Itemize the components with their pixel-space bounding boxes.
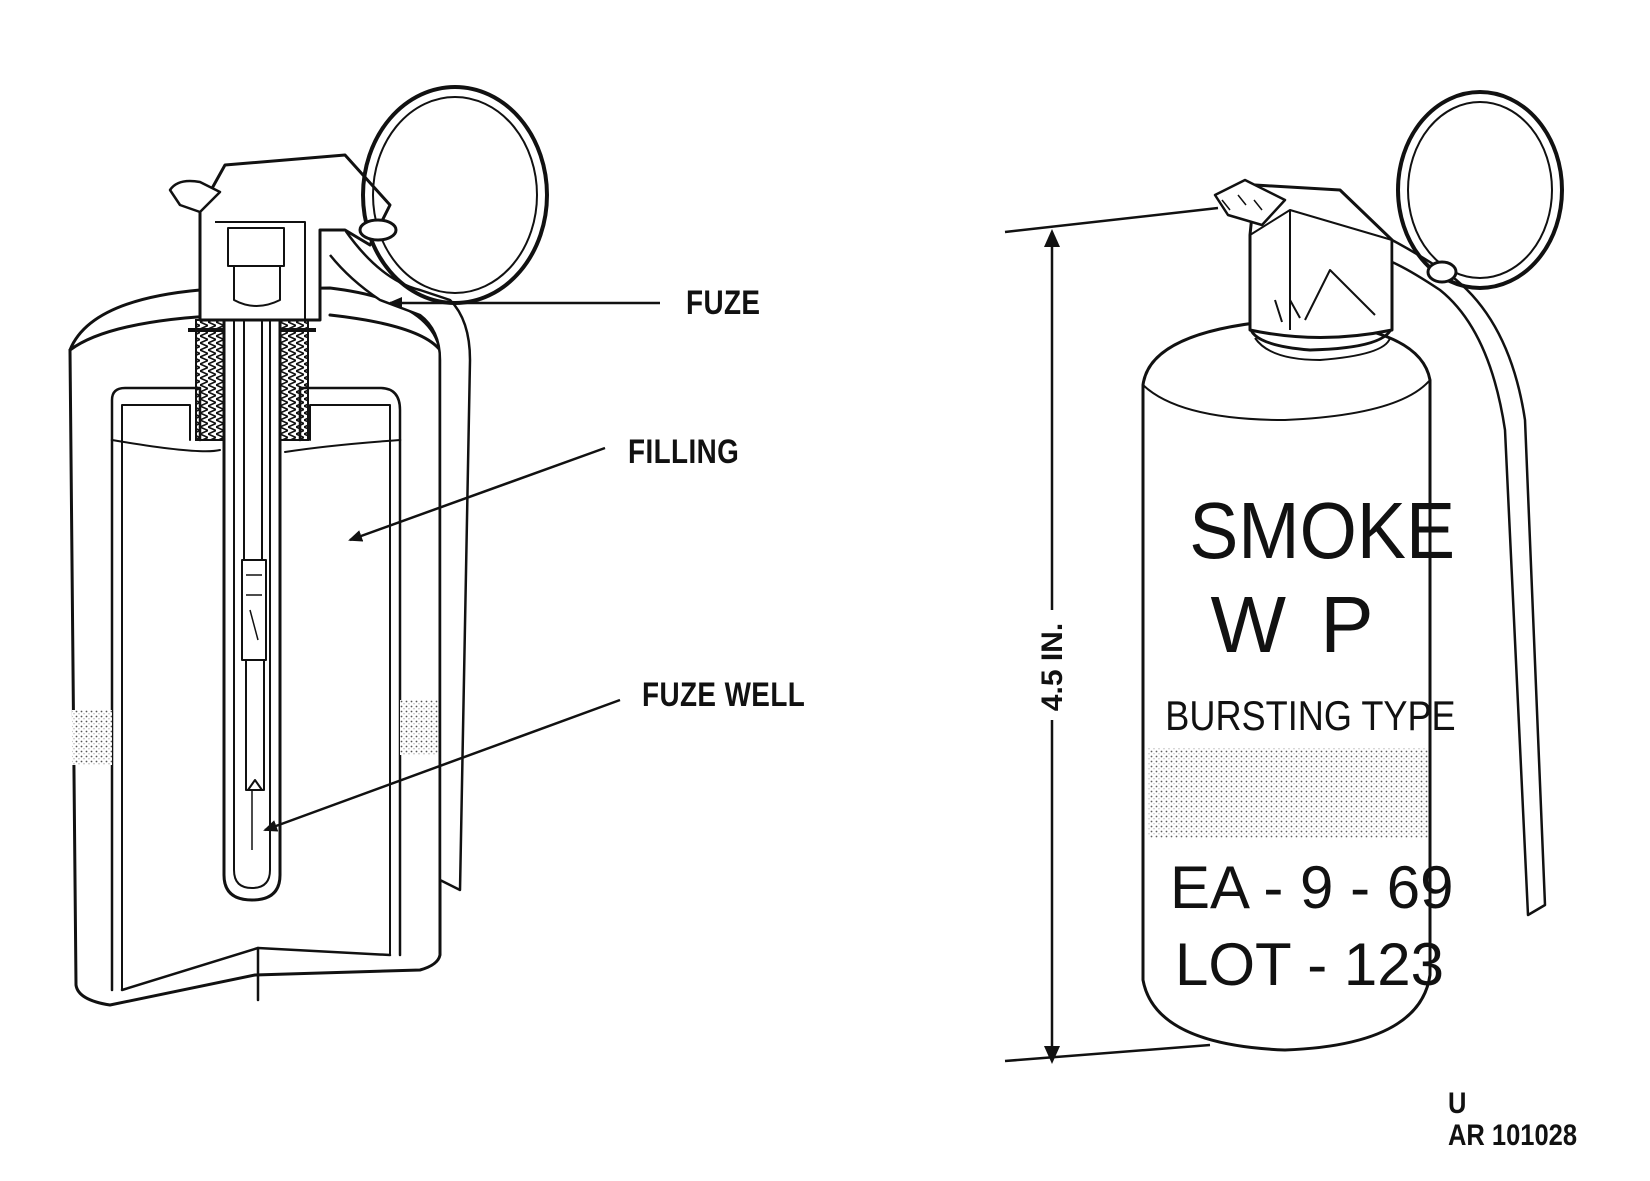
canister-body [1141, 318, 1432, 1052]
exterior-pull-ring [1396, 90, 1564, 290]
marking-smoke: SMOKE [1189, 486, 1456, 575]
marking-ea-number: EA - 9 - 69 [1170, 854, 1454, 921]
figure-identifier: U AR 101028 [1448, 1088, 1577, 1152]
marking-lot-number: LOT - 123 [1175, 931, 1445, 998]
fuze-well-label: FUZE WELL [642, 676, 806, 714]
figure-id-line2: AR 101028 [1448, 1119, 1578, 1152]
fuze-head [198, 153, 392, 322]
dimension-height-label: 4.5 IN. [1036, 622, 1069, 712]
filling-leader [348, 446, 606, 542]
fuze-well-outline [222, 320, 282, 902]
canister-band [1148, 748, 1428, 838]
safety-lever [329, 229, 472, 892]
exterior-fuze-head [1248, 183, 1394, 339]
figure-id-line1: U [1448, 1087, 1467, 1120]
filling-label: FILLING [628, 433, 740, 471]
fuze-well-leader [263, 698, 621, 832]
dimension-top-extension [1004, 206, 1219, 234]
fuze-label: FUZE [686, 284, 761, 322]
dimension-bottom-extension [1004, 1043, 1211, 1063]
marking-bursting-type: BURSTING TYPE [1165, 692, 1456, 739]
marking-wp: W P [1210, 580, 1380, 669]
